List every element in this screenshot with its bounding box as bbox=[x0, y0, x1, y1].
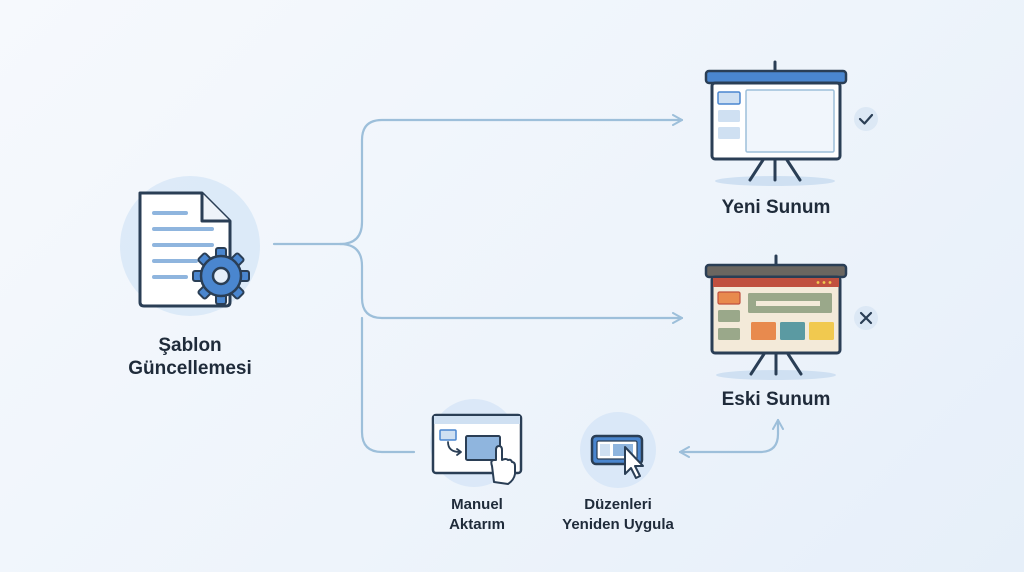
connector-to-manual bbox=[360, 316, 416, 454]
step-label-manual-line1: Manuel bbox=[451, 496, 503, 513]
new-presentation-icon bbox=[704, 60, 848, 186]
step-label-manual: Manuel Aktarım bbox=[417, 495, 537, 535]
close-icon bbox=[854, 306, 878, 330]
connector-source-trunk bbox=[272, 114, 684, 246]
manual-transfer-icon bbox=[430, 399, 523, 487]
step-label-manual-line2: Aktarım bbox=[449, 516, 505, 533]
old-presentation-icon bbox=[704, 254, 848, 380]
source-label-line2: Güncellemesi bbox=[128, 358, 252, 379]
step-label-reapply-line2: Yeniden Uygula bbox=[562, 516, 674, 533]
connector-to-old bbox=[338, 242, 684, 324]
document-gear-icon bbox=[120, 176, 260, 316]
target-label-old: Eski Sunum bbox=[721, 389, 831, 410]
connector-old-reapply bbox=[678, 418, 784, 458]
step-label-reapply-line1: Düzenleri bbox=[584, 496, 652, 513]
target-label-new: Yeni Sunum bbox=[721, 197, 831, 218]
source-label: Şablon Güncellemesi bbox=[110, 334, 270, 380]
check-icon bbox=[854, 107, 878, 131]
layout-click-icon bbox=[580, 412, 656, 488]
source-label-line1: Şablon bbox=[158, 335, 222, 356]
step-label-reapply: Düzenleri Yeniden Uygula bbox=[548, 495, 688, 535]
connectors bbox=[272, 114, 784, 458]
